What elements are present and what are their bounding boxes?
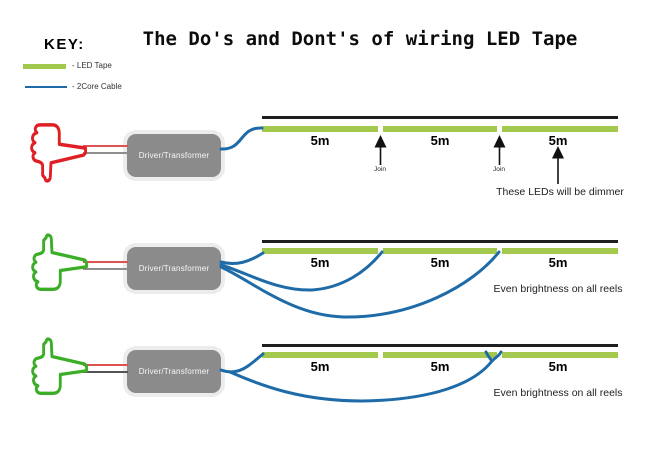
join-arrow — [493, 135, 506, 165]
segment-length-label: 5m — [548, 359, 568, 374]
even-brightness-note: Even brightness on all reels — [493, 283, 623, 295]
driver-transformer-box: Driver/Transformer — [127, 350, 221, 393]
led-tape-segment — [502, 248, 618, 254]
wire-neutral — [83, 268, 128, 270]
cable-row2-reel1 — [219, 251, 265, 266]
wire-neutral — [83, 152, 128, 154]
reel-backing-line — [262, 344, 618, 347]
driver-transformer-box: Driver/Transformer — [127, 134, 221, 177]
driver-transformer-box: Driver/Transformer — [127, 247, 221, 290]
led-tape-swatch — [23, 64, 66, 69]
reel-backing-line — [262, 116, 618, 119]
join-label: Join — [493, 166, 505, 173]
cable-swatch — [25, 86, 67, 88]
key-heading: KEY: — [44, 36, 85, 53]
segment-length-label: 5m — [548, 133, 568, 148]
segment-length-label: 5m — [430, 359, 450, 374]
segment-length-label: 5m — [310, 359, 330, 374]
led-tape-segment — [383, 248, 497, 254]
led-tape-segment — [502, 126, 618, 132]
reel-backing-line — [262, 240, 618, 243]
segment-length-label: 5m — [310, 133, 330, 148]
led-tape-legend-label: - LED Tape — [72, 61, 112, 70]
wire-neutral — [83, 371, 128, 373]
driver-transformer-label: Driver/Transformer — [138, 151, 210, 160]
segment-length-label: 5m — [548, 255, 568, 270]
led-tape-segment — [262, 126, 378, 132]
wire-live — [83, 145, 128, 147]
led-tape-segment — [383, 126, 497, 132]
led-tape-segment — [502, 352, 618, 358]
thumbs-up-icon — [31, 233, 88, 291]
dimmer-arrow — [552, 146, 564, 184]
wire-live — [83, 261, 128, 263]
wire-live — [83, 364, 128, 366]
led-tape-segment — [262, 248, 378, 254]
segment-length-label: 5m — [310, 255, 330, 270]
thumbs-up-icon — [31, 337, 88, 395]
segment-length-label: 5m — [430, 133, 450, 148]
page-title: The Do's and Dont's of wiring LED Tape — [142, 28, 578, 50]
led-tape-segment — [383, 352, 497, 358]
join-label: Join — [374, 166, 386, 173]
driver-transformer-label: Driver/Transformer — [138, 367, 210, 376]
thumbs-down-icon — [30, 123, 87, 183]
segment-length-label: 5m — [430, 255, 450, 270]
cable-row3-reel1 — [219, 352, 265, 374]
join-arrow — [374, 135, 387, 165]
driver-transformer-label: Driver/Transformer — [138, 264, 210, 273]
dimmer-note: These LEDs will be dimmer — [496, 186, 624, 198]
cable-row1-reel1 — [219, 126, 264, 151]
even-brightness-note: Even brightness on all reels — [493, 387, 623, 399]
led-tape-segment — [262, 352, 378, 358]
cable-legend-label: - 2Core Cable — [72, 82, 122, 91]
